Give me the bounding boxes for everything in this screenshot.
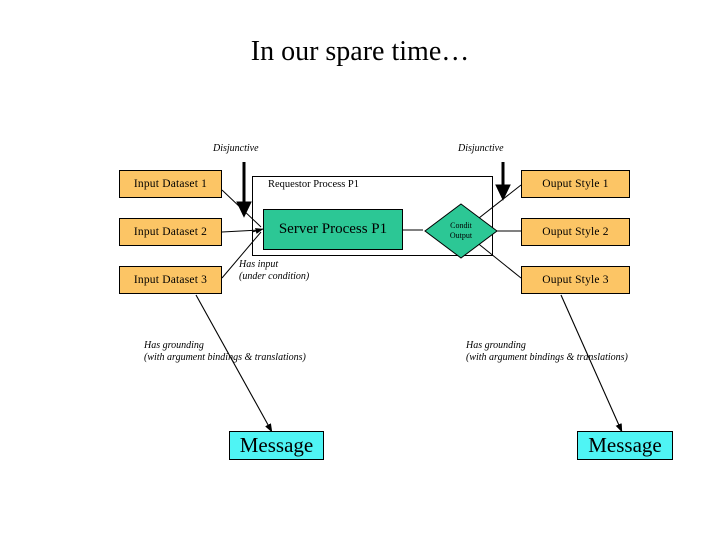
message-node-right[interactable]: Message [577,431,673,460]
label-disjunctive-left: Disjunctive [213,143,259,154]
input-dataset-2-node[interactable]: Input Dataset 2 [119,218,222,246]
input-dataset-1-node[interactable]: Input Dataset 1 [119,170,222,198]
diamond-shape-icon [424,203,498,259]
label-has-grounding-right: Has grounding (with argument bindings & … [466,340,628,364]
input-dataset-2-label: Input Dataset 2 [133,226,208,238]
label-has-grounding-left-line1: Has grounding [144,340,204,351]
output-style-1-node[interactable]: Ouput Style 1 [521,170,630,198]
message-node-left[interactable]: Message [229,431,324,460]
requestor-process-container[interactable] [252,176,493,256]
input-dataset-3-node[interactable]: Input Dataset 3 [119,266,222,294]
output-style-3-node[interactable]: Ouput Style 3 [521,266,630,294]
label-has-input-line1: Has input [239,259,279,270]
output-style-3-label: Ouput Style 3 [542,274,609,286]
label-has-grounding-left: Has grounding (with argument bindings & … [144,340,306,364]
page-title: In our spare time… [250,36,470,67]
output-style-2-node[interactable]: Ouput Style 2 [521,218,630,246]
requestor-process-label: Requestor Process P1 [268,179,359,190]
condition-output-node[interactable]: Condit Output [424,203,498,259]
server-process-label: Server Process P1 [278,221,388,237]
server-process-node[interactable]: Server Process P1 [263,209,403,250]
output-style-1-label: Ouput Style 1 [542,178,609,190]
input-dataset-1-label: Input Dataset 1 [133,178,208,190]
label-disjunctive-right: Disjunctive [458,143,504,154]
label-has-grounding-left-line2: (with argument bindings & translations) [144,352,306,363]
message-right-label: Message [588,433,662,457]
label-has-grounding-right-line2: (with argument bindings & translations) [466,352,628,363]
output-style-2-label: Ouput Style 2 [542,226,609,238]
label-has-input: Has input (under condition) [239,259,309,283]
label-has-grounding-right-line1: Has grounding [466,340,526,351]
input-dataset-3-label: Input Dataset 3 [133,274,208,286]
label-has-input-line2: (under condition) [239,271,310,282]
message-left-label: Message [239,433,314,457]
